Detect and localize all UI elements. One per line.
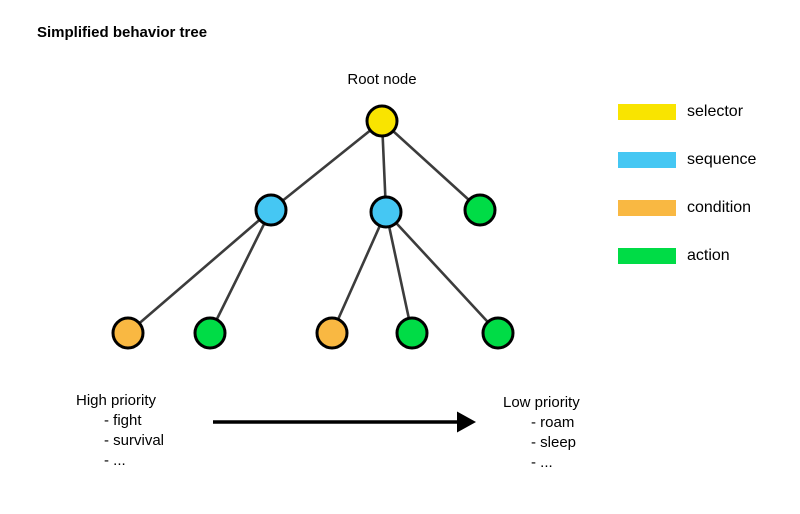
high-priority-item: - ... bbox=[104, 452, 126, 469]
low-priority-item: - sleep bbox=[531, 434, 577, 451]
legend-label-selector: selector bbox=[687, 102, 744, 120]
node-action-mid bbox=[395, 316, 429, 350]
tree-edge-seqleft-action bbox=[208, 208, 273, 335]
tree-edge-seqleft-cond bbox=[126, 208, 273, 335]
legend-swatch-condition bbox=[618, 199, 676, 216]
node-sequence-left bbox=[254, 193, 288, 227]
tree-edge-seqmid-cond bbox=[330, 210, 388, 335]
high-priority-annotation: High priority - fight - survival - ... bbox=[76, 391, 164, 471]
legend-label-condition: condition bbox=[687, 198, 752, 216]
legend: selector sequence condition action bbox=[618, 103, 756, 295]
page-title: Simplified behavior tree bbox=[37, 24, 208, 41]
legend-item-action: action bbox=[618, 247, 756, 264]
low-priority-item: - ... bbox=[531, 454, 553, 471]
legend-label-sequence: sequence bbox=[687, 150, 757, 168]
node-action-right bbox=[463, 193, 497, 227]
tree-edge-root-action bbox=[380, 119, 482, 212]
legend-swatch-action bbox=[618, 247, 676, 264]
high-priority-item: - fight bbox=[104, 412, 142, 429]
legend-item-selector: selector bbox=[618, 103, 756, 120]
low-priority-annotation: Low priority - roam - sleep - ... bbox=[503, 393, 580, 473]
tree-edge-seqmid-action1 bbox=[384, 210, 414, 335]
legend-label-action: action bbox=[687, 246, 730, 264]
legend-item-condition: condition bbox=[618, 199, 756, 216]
node-sequence-mid bbox=[369, 195, 403, 229]
node-condition-left bbox=[111, 316, 145, 350]
node-action-mid-right bbox=[481, 316, 515, 350]
node-condition-mid bbox=[315, 316, 349, 350]
legend-item-sequence: sequence bbox=[618, 151, 756, 168]
tree-edge-root-seqleft bbox=[269, 119, 384, 212]
root-node-label: Root node bbox=[347, 71, 417, 88]
low-priority-label: Low priority bbox=[503, 394, 580, 411]
legend-swatch-sequence bbox=[618, 151, 676, 168]
high-priority-label: High priority bbox=[76, 392, 157, 409]
node-action-left bbox=[193, 316, 227, 350]
high-priority-item: - survival bbox=[104, 432, 165, 449]
priority-arrow-head bbox=[457, 411, 476, 433]
low-priority-item: - roam bbox=[531, 414, 575, 431]
node-root-selector bbox=[365, 104, 399, 138]
tree-edge-seqmid-action2 bbox=[384, 210, 500, 335]
legend-swatch-selector bbox=[618, 103, 676, 120]
